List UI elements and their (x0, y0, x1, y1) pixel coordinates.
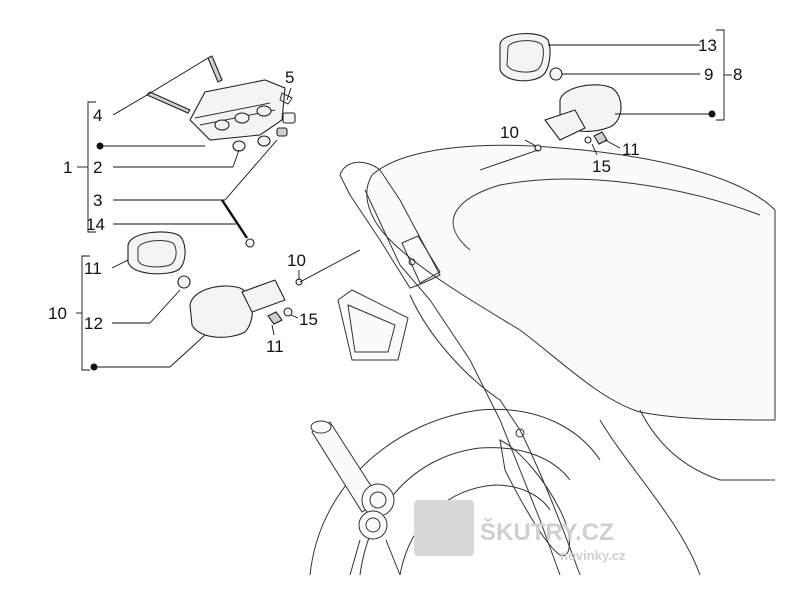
callout-15-right: 15 (592, 157, 611, 176)
screw-left (146, 91, 191, 114)
callout-11-left-lens: 11 (84, 259, 102, 278)
right-screw-11 (593, 131, 608, 145)
bulb-b (232, 135, 271, 152)
side-panel-inner (499, 439, 570, 557)
callout-10-left: 10 (287, 251, 306, 270)
callout-3: 3 (93, 191, 102, 210)
side-panel (409, 294, 581, 576)
lower-body-2 (599, 419, 701, 576)
right-indicator-assembly (499, 33, 622, 152)
rear-frame (339, 161, 441, 289)
callout-10-right: 10 (500, 123, 519, 142)
left-indicator-assembly (127, 231, 303, 338)
shock-absorber (310, 420, 401, 576)
lower-body (639, 409, 775, 481)
right-nut-15 (584, 136, 592, 144)
callout-9: 9 (704, 65, 713, 84)
wheel-arc (309, 408, 601, 576)
tail-lamp-lens (347, 304, 396, 353)
right-bracket (544, 109, 586, 141)
left-bracket (241, 279, 286, 313)
callout-11-right: 11 (622, 140, 640, 159)
watermark-subtext: novinky.cz (560, 548, 626, 563)
callout-2: 2 (93, 158, 102, 177)
callout-10-group: 10 (48, 304, 67, 323)
watermark: ŠKUTRY.CZ novinky.cz (414, 500, 626, 563)
left-screw-11 (267, 311, 283, 325)
right-lens-13 (499, 33, 551, 82)
tail-light-assembly (146, 55, 296, 152)
watermark-logo (414, 500, 474, 556)
tail-panel (401, 235, 441, 284)
bulb-9 (549, 67, 563, 81)
callout-14: 14 (86, 215, 105, 234)
screw-top (207, 55, 223, 83)
bulb-12 (177, 275, 191, 289)
callout-1: 1 (63, 158, 72, 177)
tail-lamp-housing (337, 289, 409, 361)
screw-hole (408, 258, 416, 266)
wheel-rim (399, 484, 551, 576)
right-washer-10 (534, 144, 542, 152)
callout-8: 8 (733, 65, 742, 84)
callout-4: 4 (93, 106, 102, 125)
bracket-8 (716, 29, 725, 121)
scooter-rear-body (309, 144, 776, 576)
callout-11-left: 11 (266, 337, 284, 356)
seat-contour (452, 178, 761, 251)
seat-outline (366, 144, 776, 421)
callout-15-left: 15 (299, 310, 318, 329)
callout-labels: 1 2 3 4 5 14 13 9 8 10 11 15 10 11 12 10… (48, 36, 742, 356)
panel-screw (515, 428, 525, 438)
bulb-socket-a (276, 112, 296, 137)
watermark-text: ŠKUTRY.CZ (480, 518, 614, 546)
leader-lines (76, 29, 732, 371)
callout-13: 13 (698, 36, 717, 55)
left-nut-15 (283, 307, 293, 317)
callout-5: 5 (285, 68, 294, 87)
cable-end (245, 238, 255, 248)
cable-14 (220, 199, 249, 239)
callout-12: 12 (84, 314, 103, 333)
tail-support (364, 189, 561, 576)
